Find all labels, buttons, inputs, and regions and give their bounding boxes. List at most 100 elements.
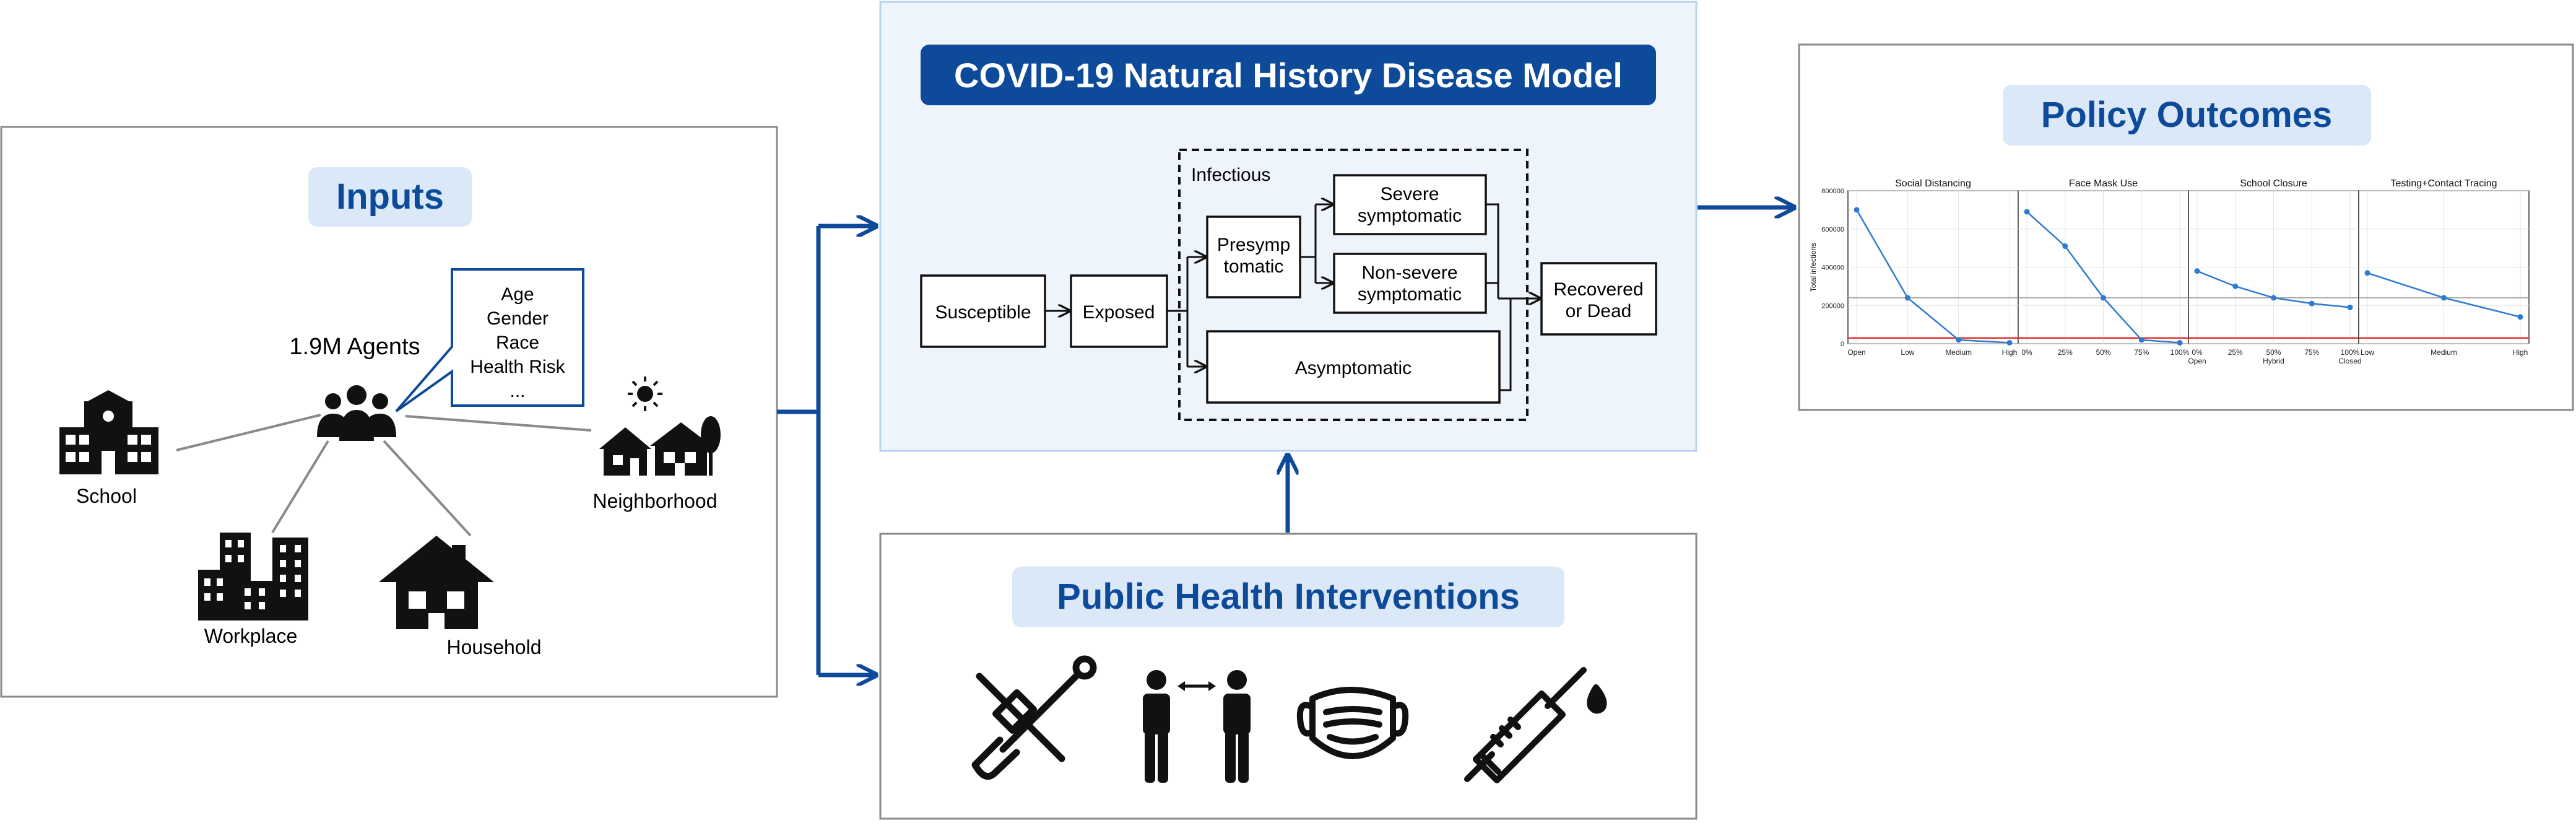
state-transitions [1045, 204, 1540, 391]
outcomes-title-pill [2003, 85, 2371, 146]
chart-title: School Closure [2240, 178, 2307, 189]
data-point [2177, 339, 2183, 346]
data-point [2101, 295, 2106, 301]
y-tick-label: 400000 [1821, 264, 1844, 272]
exposed-label: Exposed [1083, 302, 1155, 323]
nonsevere-label-1: Non-severe [1361, 263, 1457, 283]
infectious-label: Infectious [1191, 165, 1270, 185]
attribute-item: Age [501, 284, 534, 305]
y-tick-label: 600000 [1821, 226, 1844, 233]
y-tick-label: 0 [1841, 341, 1844, 348]
chart-title: Social Distancing [1895, 178, 1971, 189]
attribute-item: Race [496, 333, 539, 353]
chart-title: Face Mask Use [2069, 178, 2138, 189]
x-tick-label: 0% [2192, 348, 2203, 357]
x-tick-label: 25% [2058, 348, 2073, 357]
recovered-label-2: or Dead [1566, 301, 1632, 321]
interventions-panel: Public Health Interventions [879, 533, 1698, 820]
infectious-group [1178, 149, 1529, 421]
y-tick-label: 200000 [1821, 302, 1844, 310]
model-panel: COVID-19 Natural History Disease Model I… [879, 1, 1698, 452]
household-label: Household [447, 636, 542, 658]
model-title: COVID-19 Natural History Disease Model [954, 56, 1623, 95]
attributes-bubble [395, 268, 584, 412]
x-tick-label: High [2513, 348, 2528, 357]
flow-arrows [777, 207, 1794, 675]
data-point [2347, 304, 2353, 310]
x-tick-label: 100% [2171, 348, 2190, 357]
state-nonsevere [1333, 253, 1487, 314]
data-point [2232, 283, 2239, 289]
data-point [2517, 314, 2523, 320]
susceptible-label: Susceptible [935, 302, 1031, 323]
nonsevere-label-2: symptomatic [1358, 284, 1462, 305]
x-tick-label: 50% [2096, 348, 2110, 357]
x-tick-label: Low [2361, 348, 2374, 357]
x-tick-label: 0% [2021, 348, 2032, 357]
model-title-pill [921, 45, 1656, 105]
data-point [1904, 295, 1910, 301]
data-point [2006, 339, 2013, 346]
x-tick-sublabel: Open [2188, 357, 2206, 365]
neighborhood-label: Neighborhood [592, 490, 717, 512]
workplace-icon [198, 533, 308, 621]
presymptomatic-label-2: tomatic [1224, 256, 1284, 277]
attribute-item: Gender [487, 308, 549, 329]
severe-label-1: Severe [1380, 184, 1439, 204]
x-tick-label: Low [1901, 348, 1914, 357]
agents-label: 1.9M Agents [289, 334, 420, 360]
x-tick-label: Medium [2431, 348, 2457, 357]
data-point [2364, 270, 2370, 276]
agents-icon [317, 385, 396, 441]
data-point [2441, 295, 2447, 301]
data-point [2062, 243, 2068, 250]
inputs-title: Inputs [336, 176, 444, 217]
data-point [2194, 268, 2200, 274]
data-point [2138, 337, 2144, 343]
test-swab-icon [971, 655, 1097, 780]
workplace-label: Workplace [204, 625, 298, 647]
state-severe [1333, 174, 1487, 235]
interventions-title-pill [1012, 567, 1564, 627]
interventions-title: Public Health Interventions [1057, 577, 1520, 617]
x-tick-label: 100% [2341, 348, 2360, 357]
x-tick-label: High [2002, 348, 2018, 357]
x-tick-label: 25% [2228, 348, 2243, 357]
presymptomatic-label-1: Presymp [1217, 235, 1290, 255]
chart-title: Testing+Contact Tracing [2390, 178, 2497, 189]
agent-connectors [176, 414, 592, 537]
inputs-title-pill [308, 167, 472, 227]
data-point [2271, 295, 2276, 301]
outcomes-title: Policy Outcomes [2041, 95, 2333, 135]
data-point [1956, 337, 1962, 343]
data-point [2309, 300, 2315, 307]
recovered-label-1: Recovered [1553, 279, 1643, 300]
y-tick-label: 800000 [1821, 188, 1844, 195]
data-point [2024, 209, 2030, 215]
social-distancing-icon [1143, 670, 1251, 783]
attribute-item: ... [510, 381, 525, 401]
series-line [1855, 209, 2010, 344]
sun-icon [628, 377, 662, 411]
school-icon [59, 390, 158, 474]
x-tick-label: 75% [2134, 348, 2149, 357]
attribute-item: Health Risk [470, 357, 565, 377]
x-tick-label: 50% [2266, 348, 2281, 357]
x-tick-sublabel: Closed [2338, 357, 2361, 365]
face-mask-icon [1296, 687, 1409, 759]
neighborhood-icon [599, 416, 721, 476]
household-icon [379, 536, 494, 629]
school-label: School [76, 485, 137, 507]
asymptomatic-label: Asymptomatic [1295, 358, 1412, 378]
state-asymptomatic [1206, 330, 1501, 404]
x-tick-sublabel: Hybrid [2263, 357, 2284, 365]
x-tick-label: Open [1847, 348, 1865, 357]
